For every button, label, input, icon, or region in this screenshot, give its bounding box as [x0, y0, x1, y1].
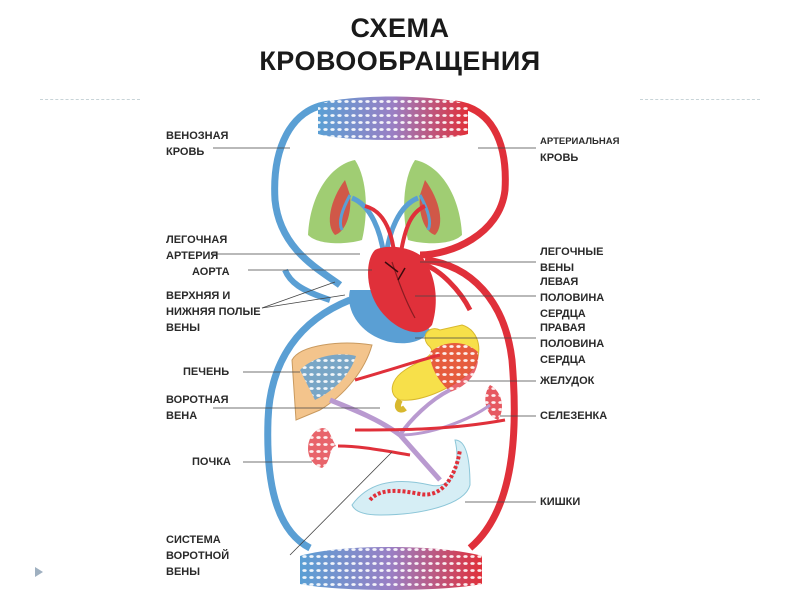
- pointer-lines: [213, 147, 536, 556]
- title-line-2: КРОВООБРАЩЕНИЯ: [259, 46, 541, 76]
- label-pulmonary-artery: ЛЕГОЧНАЯ АРТЕРИЯ: [166, 234, 228, 262]
- label-arterial-blood-2: КРОВЬ: [540, 152, 579, 164]
- divider-left: [40, 99, 140, 100]
- spleen: [485, 385, 502, 420]
- label-aorta: АОРТА: [192, 266, 230, 278]
- stomach: [391, 324, 480, 413]
- liver: [291, 342, 373, 421]
- lower-circuit: [264, 256, 518, 590]
- label-intestines: КИШКИ: [540, 496, 581, 508]
- portal-vessels: [329, 353, 506, 482]
- label-arterial-blood: АРТЕРИАЛЬНАЯ: [540, 136, 620, 147]
- label-liver: ПЕЧЕНЬ: [183, 366, 230, 378]
- label-venous-blood: ВЕНОЗНАЯ КРОВЬ: [166, 130, 229, 158]
- intestines: [351, 439, 471, 516]
- title-line-1: СХЕМА: [350, 13, 450, 43]
- label-spleen: СЕЛЕЗЕНКА: [540, 410, 608, 422]
- label-kidney: ПОЧКА: [192, 456, 231, 468]
- label-stomach: ЖЕЛУДОК: [540, 375, 595, 387]
- upper-circuit: [271, 96, 509, 288]
- divider-right: [640, 99, 760, 100]
- heart: [349, 246, 436, 344]
- page-title: СХЕМА КРОВООБРАЩЕНИЯ: [0, 12, 800, 78]
- label-right-heart: ПРАВАЯ ПОЛОВИНА СЕРДЦА: [540, 322, 605, 366]
- lungs: [308, 160, 462, 266]
- kidney: [308, 428, 411, 468]
- label-pulmonary-veins: ЛЕГОЧНЫЕ ВЕНЫ: [540, 246, 604, 274]
- label-portal-system: СИСТЕМА ВОРОТНОЙ ВЕНЫ: [166, 534, 230, 578]
- label-vena-cava: ВЕРХНЯЯ И НИЖНЯЯ ПОЛЫЕ ВЕНЫ: [166, 290, 261, 334]
- play-triangle-icon: [35, 567, 43, 577]
- label-left-heart: ЛЕВАЯ ПОЛОВИНА СЕРДЦА: [540, 276, 605, 320]
- label-portal-vein: ВОРОТНАЯ ВЕНА: [166, 394, 229, 422]
